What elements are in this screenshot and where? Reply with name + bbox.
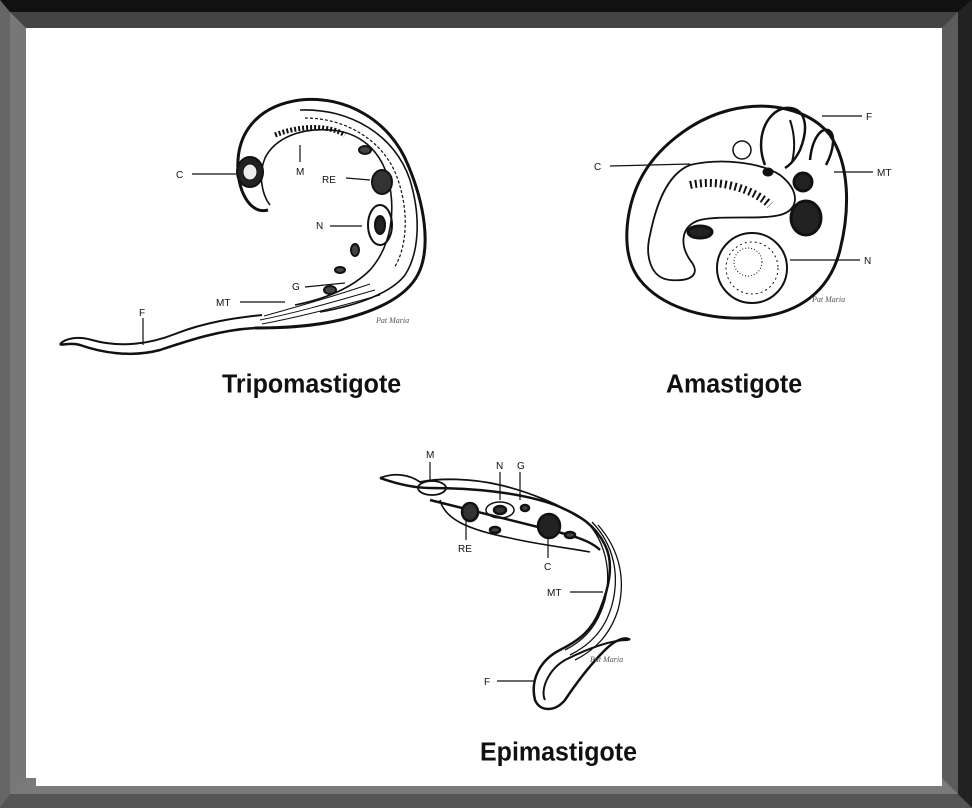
signature: Pat Maria [375, 316, 409, 325]
label-c: C [544, 562, 551, 573]
label-f: F [484, 677, 490, 688]
label-c: C [594, 162, 601, 173]
signature: Pat Maria [589, 655, 623, 664]
epimastigote-drawing [380, 462, 630, 709]
label-f: F [866, 112, 872, 123]
label-g: G [292, 282, 300, 293]
amastigote-title: Amastigote [666, 369, 802, 399]
label-mt: MT [877, 168, 891, 179]
label-g: G [517, 461, 525, 472]
tripomastigote-title: Tripomastigote [222, 369, 401, 399]
label-m: M [426, 450, 434, 461]
tripomastigote-drawing [60, 99, 425, 353]
label-n: N [864, 256, 871, 267]
tripomastigote-labels: C M RE N G MT F Pat Maria [139, 167, 409, 325]
label-n: N [496, 461, 503, 472]
label-re: RE [458, 544, 472, 555]
label-c: C [176, 170, 183, 181]
label-n: N [316, 221, 323, 232]
label-m: M [296, 167, 304, 178]
amastigote-drawing [610, 106, 873, 318]
label-mt: MT [547, 588, 561, 599]
signature: Pat Maria [811, 295, 845, 304]
label-f: F [139, 308, 145, 319]
label-re: RE [322, 175, 336, 186]
epimastigote-title: Epimastigote [480, 737, 637, 767]
epimastigote-labels: M N G RE C MT F Pat Maria [426, 450, 623, 688]
label-mt: MT [216, 298, 230, 309]
